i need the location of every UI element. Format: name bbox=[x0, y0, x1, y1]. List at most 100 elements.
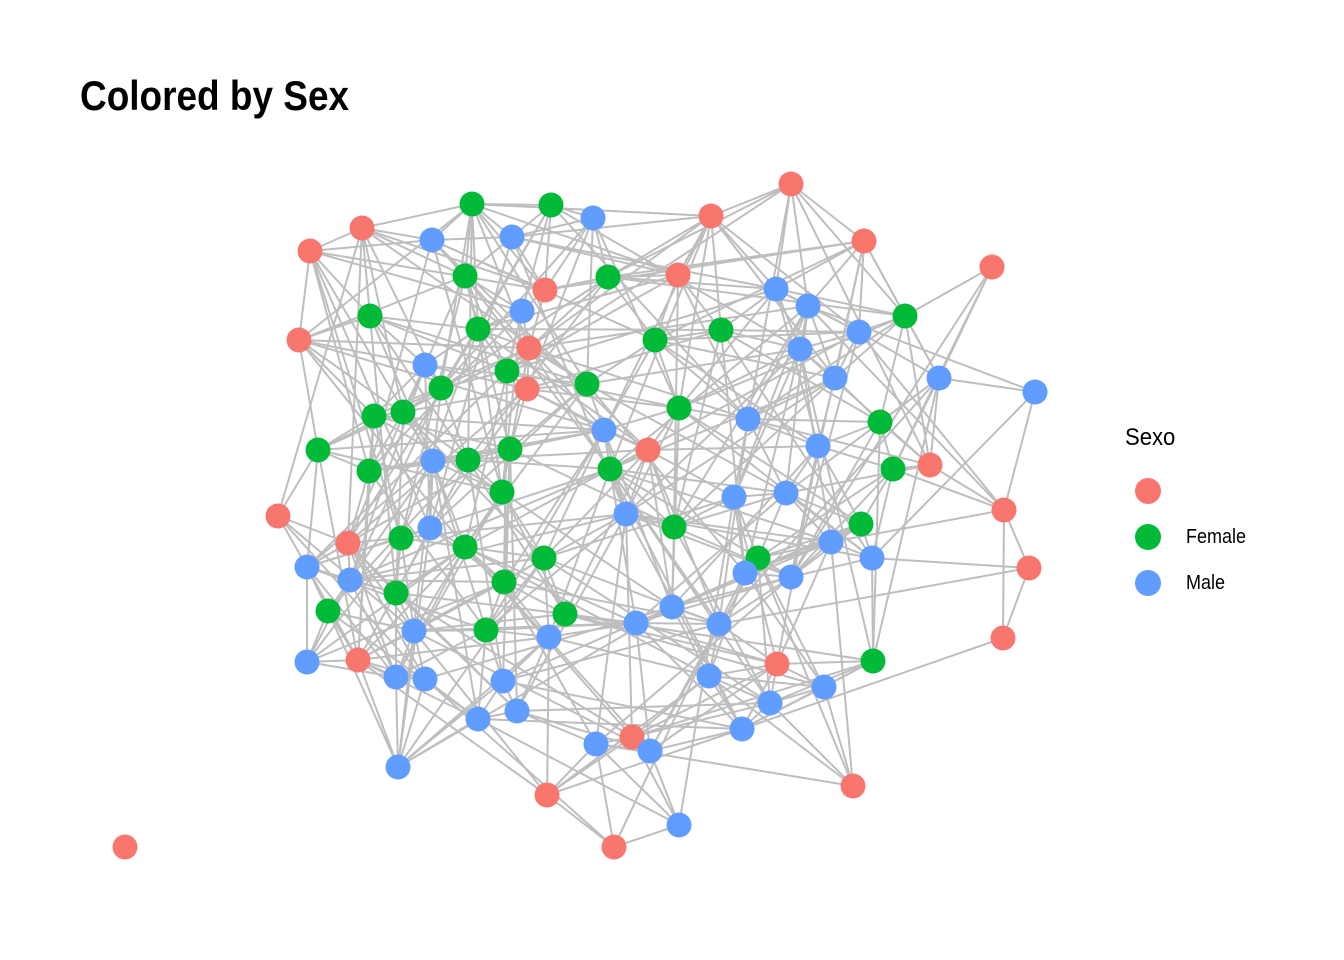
edge bbox=[586, 217, 594, 385]
legend: Sexo Female Male bbox=[1125, 424, 1246, 596]
edge bbox=[306, 546, 466, 663]
edge bbox=[349, 579, 505, 583]
edge bbox=[708, 675, 854, 787]
edge bbox=[298, 339, 426, 366]
edge bbox=[744, 348, 801, 574]
edge bbox=[477, 274, 679, 330]
edge bbox=[347, 542, 415, 632]
node-na bbox=[1016, 555, 1042, 581]
edge bbox=[544, 204, 552, 291]
node-na bbox=[840, 773, 866, 799]
edge bbox=[397, 460, 434, 768]
node-na bbox=[532, 277, 558, 303]
node-female bbox=[489, 479, 515, 505]
node-male bbox=[417, 515, 443, 541]
edge bbox=[790, 421, 881, 578]
edge bbox=[830, 541, 854, 787]
edge bbox=[485, 557, 545, 631]
edge bbox=[327, 610, 399, 768]
node-male bbox=[735, 406, 761, 432]
edge bbox=[757, 557, 854, 787]
edge bbox=[613, 623, 720, 848]
node-male bbox=[580, 205, 606, 231]
edge bbox=[361, 227, 371, 317]
edge bbox=[677, 274, 749, 420]
edge bbox=[395, 592, 633, 738]
node-na bbox=[698, 203, 724, 229]
node-male bbox=[795, 293, 821, 319]
node-na bbox=[349, 215, 375, 241]
edge bbox=[834, 240, 865, 379]
node-male bbox=[383, 664, 409, 690]
edge bbox=[317, 449, 359, 661]
edge bbox=[506, 288, 777, 372]
legend-item-na bbox=[1135, 478, 1295, 504]
edge bbox=[395, 411, 404, 594]
node-female bbox=[388, 525, 414, 551]
edge bbox=[649, 728, 743, 752]
edge bbox=[673, 329, 722, 528]
edge bbox=[477, 718, 680, 826]
node-female bbox=[708, 317, 734, 343]
edge bbox=[586, 383, 746, 574]
edge bbox=[509, 429, 605, 450]
edge bbox=[769, 702, 854, 787]
edge bbox=[830, 509, 1005, 543]
edge bbox=[892, 468, 1005, 511]
edge bbox=[647, 449, 673, 608]
edge bbox=[485, 513, 627, 631]
edge bbox=[710, 215, 860, 333]
edge bbox=[471, 203, 588, 385]
node-female bbox=[642, 327, 668, 353]
node-na bbox=[778, 171, 804, 197]
edge bbox=[744, 572, 825, 688]
edge bbox=[595, 743, 680, 826]
edge bbox=[929, 377, 940, 466]
edge bbox=[477, 328, 649, 451]
node-male bbox=[504, 698, 530, 724]
edge bbox=[361, 203, 473, 229]
node-na bbox=[851, 228, 877, 254]
edge bbox=[361, 227, 404, 413]
legend-dot-male bbox=[1135, 570, 1161, 596]
edge bbox=[431, 236, 513, 241]
edge bbox=[477, 328, 503, 493]
node-female bbox=[666, 395, 692, 421]
node-male bbox=[818, 529, 844, 555]
edge bbox=[671, 576, 792, 608]
edge bbox=[528, 347, 749, 420]
edge bbox=[306, 449, 319, 568]
node-na bbox=[514, 376, 540, 402]
node-male bbox=[465, 706, 491, 732]
edge bbox=[277, 515, 426, 680]
node-na bbox=[265, 503, 291, 529]
edge bbox=[718, 418, 749, 625]
node-female bbox=[661, 514, 687, 540]
edge bbox=[511, 236, 777, 290]
edge bbox=[858, 240, 865, 333]
node-male bbox=[773, 480, 799, 506]
edge bbox=[785, 305, 809, 494]
node-female bbox=[459, 191, 485, 217]
edge bbox=[904, 315, 931, 466]
edge bbox=[429, 468, 611, 529]
node-female bbox=[552, 601, 578, 627]
node-male bbox=[419, 227, 445, 253]
edge bbox=[929, 464, 1005, 511]
edge bbox=[607, 183, 792, 278]
edge bbox=[503, 581, 720, 625]
edge bbox=[654, 339, 819, 447]
edge bbox=[747, 418, 787, 494]
edge bbox=[747, 377, 836, 420]
edge bbox=[595, 743, 615, 848]
node-male bbox=[583, 731, 609, 757]
edge bbox=[595, 576, 792, 745]
edge bbox=[871, 468, 894, 559]
edge bbox=[528, 215, 712, 349]
node-male bbox=[763, 276, 789, 302]
legend-dot-female bbox=[1135, 524, 1161, 550]
edge bbox=[823, 686, 854, 787]
node-na bbox=[601, 834, 627, 860]
edge bbox=[357, 659, 479, 720]
